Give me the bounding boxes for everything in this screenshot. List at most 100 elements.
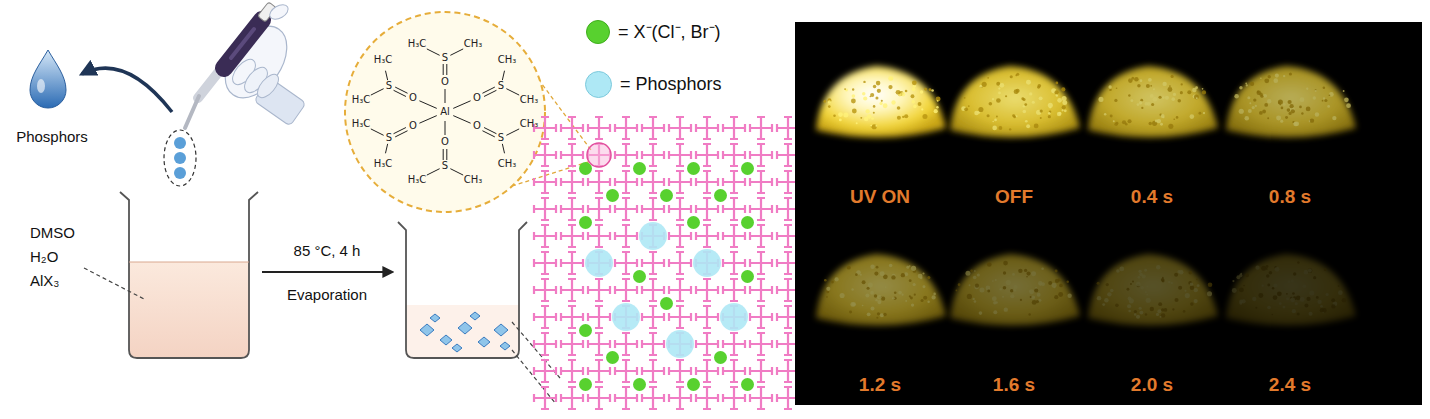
glowing-powder-part — [823, 100, 826, 103]
glowing-powder-part — [1162, 277, 1164, 279]
glowing-powder — [1222, 26, 1358, 176]
lattice-cross — [561, 117, 583, 139]
glowing-powder-part — [1140, 79, 1143, 82]
lattice-cross — [669, 171, 691, 193]
glowing-powder-part — [1162, 96, 1165, 99]
lattice-cross — [669, 225, 691, 247]
glowing-powder-part — [898, 93, 902, 97]
glowing-powder-part — [1264, 78, 1269, 83]
beaker-crystals-part-part — [470, 312, 480, 320]
chemical-symbol: S — [386, 133, 392, 143]
legend-text: = X⁻(Cl⁻, Br⁻) — [618, 22, 721, 43]
glowing-powder-part — [901, 294, 903, 296]
glowing-powder-part — [1026, 276, 1028, 278]
lattice-cross — [696, 306, 718, 328]
glowing-powder-part — [1288, 281, 1290, 283]
glowing-powder — [816, 66, 946, 138]
glowing-powder-part — [1344, 98, 1349, 103]
glowing-powder-part — [1317, 300, 1321, 304]
glowing-powder-part — [1259, 92, 1263, 96]
chemical-symbol: H₃C — [352, 119, 371, 129]
lattice-cross — [588, 387, 610, 409]
glowing-powder-part — [1067, 294, 1071, 298]
glowing-powder-part — [1013, 116, 1016, 119]
beaker-crystals-part-part — [478, 337, 490, 347]
glowing-powder-part — [1280, 120, 1283, 123]
glowing-powder-part — [1055, 82, 1058, 85]
crystal-lattice — [534, 117, 799, 409]
chemical-symbol-box: H₃C — [408, 175, 427, 185]
lattice-cross — [696, 198, 718, 220]
lattice-cross — [534, 333, 556, 355]
glowing-powder-part — [1048, 115, 1051, 118]
glowing-powder-part — [1289, 72, 1292, 75]
chemical-symbol: O — [473, 93, 481, 103]
glowing-powder-part — [877, 312, 880, 315]
glowing-powder-part — [911, 303, 914, 306]
glowing-powder-part — [1138, 276, 1141, 279]
glowing-powder-part — [1130, 99, 1133, 102]
glowing-powder-part — [1323, 86, 1326, 89]
glowing-powder-part — [879, 102, 882, 105]
droplet-label-box: Phosphors — [16, 129, 88, 144]
chemical-symbol: O — [409, 93, 417, 103]
bond-line — [502, 71, 504, 80]
glowing-powder-part — [1304, 304, 1308, 308]
glowing-powder-part — [1176, 116, 1179, 119]
glowing-powder-part — [1169, 85, 1171, 87]
halide-dot — [633, 270, 646, 283]
glowing-powder-part — [1000, 83, 1005, 88]
glowing-powder-part — [987, 290, 990, 293]
glowing-powder-part — [828, 100, 831, 103]
halide-dot — [687, 378, 700, 391]
chemical-symbol-box: S — [386, 81, 392, 91]
photo-tile: 0.8 s — [1222, 26, 1358, 212]
lattice-cross — [588, 360, 610, 382]
lattice-cross — [669, 279, 691, 301]
glowing-powder-part — [875, 299, 877, 301]
glowing-powder-part — [852, 88, 854, 90]
glowing-powder-part — [1055, 90, 1059, 94]
glowing-powder-part — [1114, 99, 1117, 102]
glowing-powder-part — [851, 288, 853, 290]
glowing-powder-part — [1015, 74, 1017, 76]
glowing-powder-part — [1158, 96, 1161, 99]
glowing-powder-part — [1269, 271, 1273, 275]
drop-inset-part — [164, 130, 196, 186]
glowing-powder-part — [1116, 269, 1119, 272]
glowing-powder-part — [1278, 100, 1283, 105]
glowing-powder-part — [1180, 91, 1183, 94]
glowing-powder-part — [1137, 84, 1141, 88]
glowing-powder-part — [863, 96, 867, 100]
leader-line — [84, 268, 146, 300]
glowing-powder-part — [1310, 118, 1314, 122]
time-label: 0.8 s — [1269, 186, 1311, 208]
glowing-powder-part — [1226, 254, 1356, 326]
glowing-powder-part — [1119, 267, 1124, 272]
reagent-label-box: DMSO — [30, 225, 75, 240]
chemical-symbol-box: S — [498, 133, 504, 143]
halide-dot — [579, 216, 592, 229]
glowing-powder-part — [950, 66, 1080, 138]
glowing-powder — [1084, 214, 1220, 364]
glowing-powder-part — [1196, 278, 1198, 280]
glowing-powder-part — [1016, 89, 1020, 93]
glowing-powder-part — [1178, 99, 1181, 102]
chemical-symbol: S — [442, 53, 448, 63]
glowing-powder-part — [927, 276, 930, 279]
glowing-powder-part — [1162, 82, 1166, 86]
glowing-powder-part — [1327, 105, 1330, 108]
zoom-circle-part — [345, 12, 545, 212]
glowing-powder-part — [923, 296, 927, 300]
glowing-powder-part — [1202, 88, 1204, 90]
glowing-powder-part — [1106, 275, 1108, 277]
glowing-powder-part — [1128, 310, 1131, 313]
zoom-circle — [345, 12, 591, 212]
glowing-powder-part — [1139, 307, 1142, 310]
glowing-powder-part — [873, 105, 876, 108]
glowing-powder-part — [1055, 279, 1059, 283]
chemical-symbol: H₃C — [408, 39, 427, 49]
chemical-symbol: CH₃ — [520, 95, 539, 105]
glowing-powder-part — [867, 114, 872, 119]
glowing-powder-part — [1289, 104, 1293, 108]
